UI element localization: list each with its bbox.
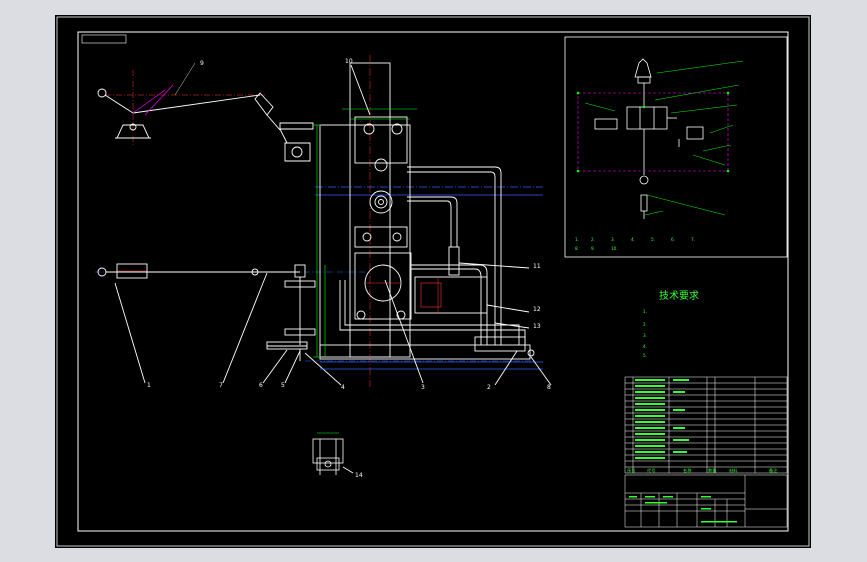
part-label-12: 12 [533,306,541,313]
lever-linkage-top [97,62,314,162]
schematic-legend-5: 5. [651,237,655,242]
tech-requirements: 技术要求 1. 2. 3. 4. 5. [643,289,699,358]
bom-rows [635,379,689,459]
title-block-marks [629,496,737,523]
part-label-7: 7 [219,382,223,389]
bom-header-qty: 数量 [708,467,716,474]
bom-header-remark: 备注 [769,467,778,474]
bom-header-material: 材料 [729,467,738,474]
bom-table [624,376,788,474]
bom-header-no: 序号 [627,467,635,474]
schematic-legend-10: 10. [611,246,618,251]
part-label-5: 5 [281,382,285,389]
schematic-legend-3: 3. [611,237,615,242]
part-label-10: 10 [345,58,353,65]
main-assembly [313,55,552,387]
part-label-6: 6 [259,382,263,389]
mechanical-drawing: 9 1 7 6 5 4 [56,16,810,547]
lever-linkage-bottom [95,263,535,386]
tech-item-4: 4. [643,344,647,349]
part-label-3: 3 [421,384,425,391]
part-label-9: 9 [200,60,204,67]
tech-title: 技术要求 [659,289,699,302]
part-label-1: 1 [147,382,151,389]
bom-header-name: 名称 [683,467,691,474]
bom-header-code: 代号 [647,467,655,474]
title-block [624,474,788,528]
tech-item-3: 3. [643,333,647,338]
part-label-14: 14 [355,472,363,479]
part-label-4: 4 [341,384,345,391]
outer-border [56,16,810,547]
hydraulic-schematic: 1. 2. 3. 4. 5. 6. 7. 8. 9. 10. [564,36,788,258]
schematic-legend-8: 8. [575,246,579,251]
detail-view [312,432,354,475]
tech-item-5: 5. [643,353,647,358]
drawing-canvas: 9 1 7 6 5 4 [55,15,811,548]
tech-item-1: 1. [643,309,647,314]
schematic-legend-9: 9. [591,246,595,251]
schematic-legend-4: 4. [631,237,635,242]
inner-border [77,31,789,532]
schematic-legend-7: 7. [691,237,695,242]
part-label-8: 8 [547,384,551,391]
schematic-legend-1: 1. [575,237,579,242]
part-label-13: 13 [533,323,541,330]
schematic-legend-6: 6. [671,237,675,242]
part-label-2: 2 [487,384,491,391]
corner-tag-box [81,34,127,44]
part-label-11: 11 [533,263,541,270]
schematic-legend-2: 2. [591,237,595,242]
tech-item-2: 2. [643,322,647,327]
